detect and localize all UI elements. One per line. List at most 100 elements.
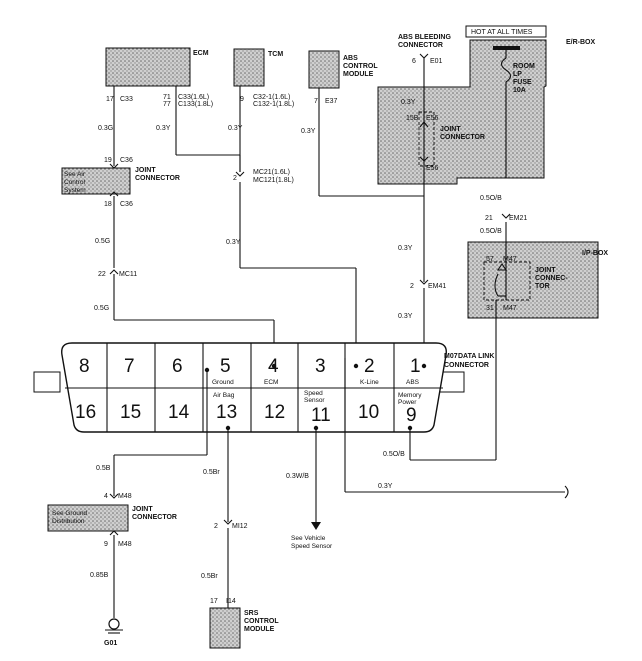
wire-pin9-color: 0.5O/B — [383, 451, 405, 458]
srs-control-module — [209, 607, 241, 649]
joint-c36-top-num: 19 — [104, 157, 112, 164]
dlc-pin-12: 12 — [264, 402, 285, 423]
dlc-label-speed-2: Sensor — [304, 397, 325, 404]
dlc-title-2: DATA LINK — [458, 353, 494, 360]
dlc-pin-1: 1 — [410, 356, 421, 377]
wire-ground-color: 0.5B — [96, 465, 111, 472]
srs-pin-code: I14 — [226, 598, 236, 605]
mi12-num: 2 — [214, 523, 218, 530]
ipbox-joint-label-2: CONNEC- — [535, 275, 568, 282]
wire-airbag-color: 0.5Br — [203, 469, 220, 476]
ground-icon — [108, 618, 120, 630]
ecm-pin-b-num1: 71 — [163, 94, 171, 101]
ipbox-top-code: M47 — [503, 256, 517, 263]
ecm-title: ECM — [193, 50, 209, 57]
srs-pin-num: 17 — [210, 598, 218, 605]
ecm-pin-b-code2: C133(1.8L) — [178, 101, 213, 108]
ground-label: G01 — [104, 640, 117, 647]
joint-e56-bot-code: E56 — [426, 165, 439, 172]
fuse-label-2: LP — [513, 71, 522, 78]
erbox-label: E/R-BOX — [566, 39, 596, 46]
abs-module-label-1: ABS — [343, 55, 358, 62]
abs-bleed-pin-code: E01 — [430, 58, 443, 65]
joint-c36-bot-code: C36 — [120, 201, 133, 208]
wire-em41-down-color: 0.3Y — [398, 313, 413, 320]
dlc-pin-8: 8 — [79, 356, 90, 377]
abs-bleed-label-2: CONNECTOR — [398, 42, 443, 49]
joint-e56-label-1: JOINT — [440, 126, 461, 133]
wire-mc21-down-color: 0.3Y — [226, 239, 241, 246]
joint-c36-label-2: CONNECTOR — [135, 175, 180, 182]
ecm-pin-b-num2: 77 — [163, 101, 171, 108]
wire-05g-upper: 0.5G — [95, 238, 110, 245]
hot-label: HOT AT ALL TIMES — [471, 29, 533, 36]
srs-label-1: SRS — [244, 610, 259, 617]
speed-sensor-arrow-icon — [311, 522, 321, 530]
dlc-pin-11: 11 — [311, 405, 331, 426]
dlc-pin-5: 5 — [220, 356, 231, 377]
ecm-module — [105, 47, 191, 87]
abs-control-module — [308, 50, 340, 89]
joint-c36-top-code: C36 — [120, 157, 133, 164]
abs-module-pin-num: 7 — [314, 98, 318, 105]
mc21-num: 2 — [233, 175, 237, 182]
erbox-region — [377, 39, 547, 185]
mc21-code-2: MC121(1.8L) — [253, 177, 294, 184]
tcm-code-2: C132-1(1.8L) — [253, 101, 294, 108]
joint-e56-label-2: CONNECTOR — [440, 134, 485, 141]
wire-kline-color: 0.3Y — [378, 483, 393, 490]
wire-abs-module-color: 0.3Y — [301, 128, 316, 135]
ipbox-top-num: 57 — [486, 256, 494, 263]
fuse-label-3: FUSE — [513, 79, 532, 86]
speed-note-2: Speed Sensor — [291, 543, 333, 550]
joint-e56-top-code: E56 — [426, 115, 439, 122]
mc11-code: MC11 — [119, 271, 137, 278]
wire-ecm-c133-color: 0.3Y — [156, 125, 171, 132]
em21-num: 21 — [485, 215, 493, 222]
fuse-bus-bar — [493, 46, 520, 50]
dlc-pin-14: 14 — [168, 402, 190, 423]
dlc-pin-2: 2 — [364, 356, 375, 377]
joint-m48-bot-num: 9 — [104, 541, 108, 548]
joint-e56-top-pin: 15B — [406, 115, 419, 122]
dlc-pin-6: 6 — [172, 356, 183, 377]
joint-m48-top-code: M48 — [118, 493, 132, 500]
fuse-label-1: ROOM — [513, 63, 535, 70]
em21-code: EM21 — [509, 215, 527, 222]
joint-c36-label-1: JOINT — [135, 167, 156, 174]
ipbox-bot-code: M47 — [503, 305, 517, 312]
joint-m48-note-1: See Ground — [52, 510, 87, 517]
speed-note-1: See Vehicle — [291, 535, 326, 542]
joint-c36-note-3: System — [64, 187, 86, 194]
joint-c36-connector — [61, 167, 131, 195]
dlc-title-3: CONNECTOR — [444, 362, 489, 369]
wire-speed-color: 0.3W/B — [286, 473, 309, 480]
dlc-label-ground: Ground — [212, 379, 234, 386]
tcm-title: TCM — [268, 51, 283, 58]
em41-num: 2 — [410, 283, 414, 290]
dlc-pin-10: 10 — [358, 402, 379, 423]
dlc-pin-9: 9 — [406, 405, 417, 426]
ipbox-joint-dashed — [483, 261, 531, 301]
wire-em21-down-color: 0.5O/B — [480, 228, 502, 235]
mi12-code: MI12 — [232, 523, 248, 530]
fuse-symbol — [500, 57, 512, 83]
abs-module-label-3: MODULE — [343, 71, 374, 78]
abs-bleed-label-1: ABS BLEEDING — [398, 34, 451, 41]
abs-module-label-2: CONTROL — [343, 63, 378, 70]
joint-e56-top-color: 0.3Y — [401, 99, 416, 106]
dlc-label-airbag: Air Bag — [213, 392, 235, 399]
dlc-pin-13: 13 — [216, 402, 237, 423]
abs-module-pin-code: E37 — [325, 98, 338, 105]
wire-tcm-color: 0.3Y — [228, 125, 243, 132]
wire-fuse-color: 0.5O/B — [480, 195, 502, 202]
mc11-num: 22 — [98, 271, 106, 278]
wire-srs-color: 0.5Br — [201, 573, 218, 580]
joint-m48-bot-code: M48 — [118, 541, 132, 548]
hot-label-box — [465, 25, 547, 38]
ipbox-joint-label-3: TOR — [535, 283, 550, 290]
ecm-pin-a-num: 17 — [106, 96, 114, 103]
wire-c33-color: 0.3G — [98, 125, 113, 132]
abs-bleed-pin-num: 6 — [412, 58, 416, 65]
joint-c36-bot-num: 18 — [104, 201, 112, 208]
